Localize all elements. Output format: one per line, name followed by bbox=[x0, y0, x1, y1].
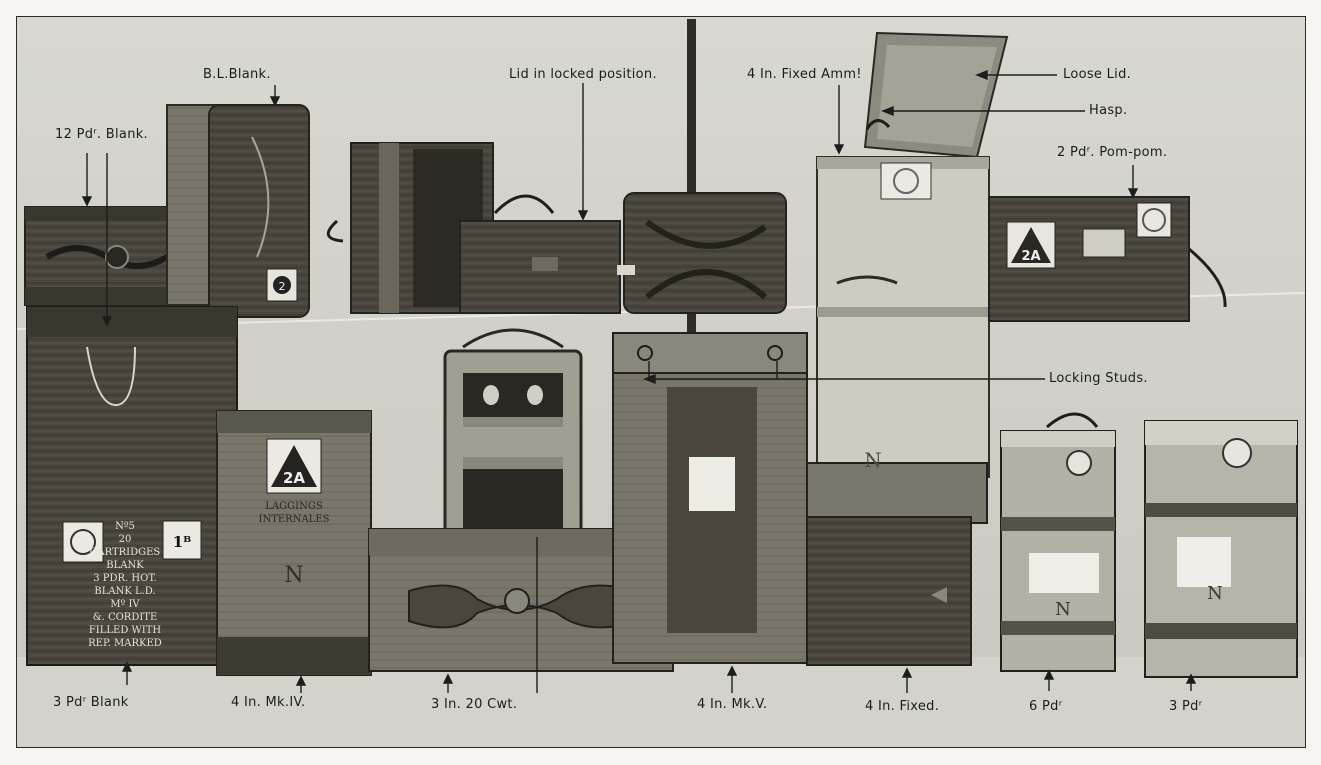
number-tag-circle bbox=[273, 276, 291, 294]
letter-n: N bbox=[1055, 599, 1071, 620]
label-4in-fixed-amm: 4 In. Fixed Amm! bbox=[747, 67, 862, 82]
letter-n: N bbox=[1207, 583, 1223, 604]
label-lid-locked: Lid in locked position. bbox=[509, 67, 657, 82]
label-hasp: Hasp. bbox=[1089, 103, 1128, 118]
box-lid-locked bbox=[326, 142, 621, 314]
label-bl-blank: B.L.Blank. bbox=[203, 67, 271, 82]
stencil-line: 3 PDR. HOT. bbox=[93, 573, 156, 584]
box-6pdr: N bbox=[1000, 412, 1116, 672]
box-2pdr-pompom: 2A bbox=[988, 196, 1227, 322]
pointer-arrows bbox=[81, 69, 1197, 693]
label-3in-20cwt: 3 In. 20 Cwt. bbox=[431, 697, 518, 712]
label-3pdr: 3 Pdʳ bbox=[1169, 699, 1203, 714]
box-bl-blank: 2 bbox=[166, 104, 310, 318]
stencil-line: Nº5 bbox=[115, 521, 135, 532]
laggings-line-2: INTERNALES bbox=[259, 514, 330, 525]
box-4in-fixed-amm bbox=[816, 31, 1009, 478]
tag-2a-right: 2A bbox=[1021, 249, 1040, 264]
stencil-line: REP. MARKED bbox=[88, 638, 162, 649]
label-4in-mk5: 4 In. Mk.V. bbox=[697, 697, 768, 712]
stencil-line: &. CORDITE bbox=[93, 612, 158, 623]
letter-n: N bbox=[284, 563, 303, 588]
stencil-line: 20 bbox=[119, 534, 132, 545]
stencil-line: BLANK L.D. bbox=[94, 586, 155, 597]
ammunition-boxes-scene: 2 bbox=[17, 17, 1305, 747]
stencil-line: BLANK bbox=[106, 560, 144, 571]
label-6pdr: 6 Pdʳ bbox=[1029, 699, 1063, 714]
tag-2a-left: 2A bbox=[283, 469, 305, 487]
label-12pdr-blank: 12 Pdʳ. Blank. bbox=[55, 127, 148, 142]
box-4in-mk5 bbox=[612, 332, 808, 664]
box-3pdr: N bbox=[1144, 420, 1298, 678]
box-4in-fixed: N bbox=[806, 448, 988, 666]
label-loose-lid: Loose Lid. bbox=[1063, 67, 1132, 82]
label-locking-studs: Locking Studs. bbox=[1049, 371, 1148, 386]
stencil-line: CARTRIDGES bbox=[90, 547, 161, 558]
label-3pdr-blank: 3 Pdʳ Blank bbox=[53, 695, 129, 710]
laggings-line-1: LAGGINGS bbox=[265, 501, 323, 512]
label-2pdr-pompom: 2 Pdʳ. Pom-pom. bbox=[1057, 145, 1168, 160]
archival-photograph: 2 bbox=[16, 16, 1306, 748]
stencil-line: Mº IV bbox=[110, 599, 140, 610]
box-4in-mk4: 2A LAGGINGS INTERNALES N bbox=[216, 410, 372, 676]
tag-1b: 1ᴮ bbox=[173, 533, 191, 551]
box-top-center bbox=[617, 192, 787, 314]
label-4in-mk4: 4 In. Mk.IV. bbox=[231, 695, 306, 710]
tag-2: 2 bbox=[279, 280, 286, 293]
label-4in-fixed: 4 In. Fixed. bbox=[865, 699, 940, 714]
letter-n: N bbox=[864, 448, 882, 472]
stencil-line: FILLED WITH bbox=[89, 625, 162, 636]
